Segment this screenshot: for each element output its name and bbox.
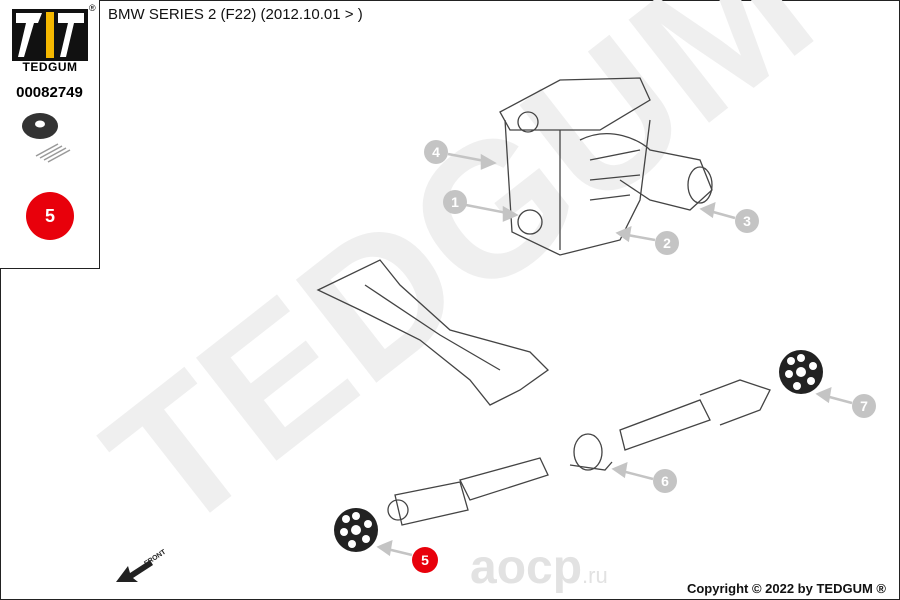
- site-watermark: aocp.ru: [470, 541, 608, 594]
- callout-7[interactable]: 7: [852, 394, 876, 418]
- tedgum-watermark: TEDGUM: [70, 0, 849, 572]
- svg-text:TEDGUM: TEDGUM: [70, 0, 849, 572]
- callout-5-active[interactable]: 5: [412, 547, 438, 573]
- position-badge: 5: [26, 192, 74, 240]
- copyright: Copyright © 2022 by TEDGUM ®: [686, 581, 886, 596]
- flex-disc-5: [334, 508, 378, 552]
- callout-1[interactable]: 1: [443, 190, 467, 214]
- flex-disc-product-image[interactable]: [18, 108, 82, 168]
- part-number: 00082749: [16, 84, 83, 101]
- callout-4[interactable]: 4: [424, 140, 448, 164]
- callout-arrows: [376, 152, 853, 557]
- brand-name: TEDGUM: [22, 60, 78, 74]
- subframe-drawing: [316, 259, 550, 406]
- front-arrow-icon: FRONT: [116, 548, 168, 582]
- driveshaft-drawing: [387, 379, 771, 526]
- tedgum-logo: [12, 9, 88, 61]
- callout-3[interactable]: 3: [735, 209, 759, 233]
- callout-2[interactable]: 2: [655, 231, 679, 255]
- registered-mark: ®: [89, 3, 96, 13]
- vehicle-title: BMW SERIES 2 (F22) (2012.10.01 > ): [108, 6, 363, 23]
- callout-6[interactable]: 6: [653, 469, 677, 493]
- front-label: FRONT: [143, 548, 168, 567]
- part-sidebar: ® TEDGUM 00082749 5: [0, 0, 100, 269]
- flex-disc-7: [779, 350, 823, 394]
